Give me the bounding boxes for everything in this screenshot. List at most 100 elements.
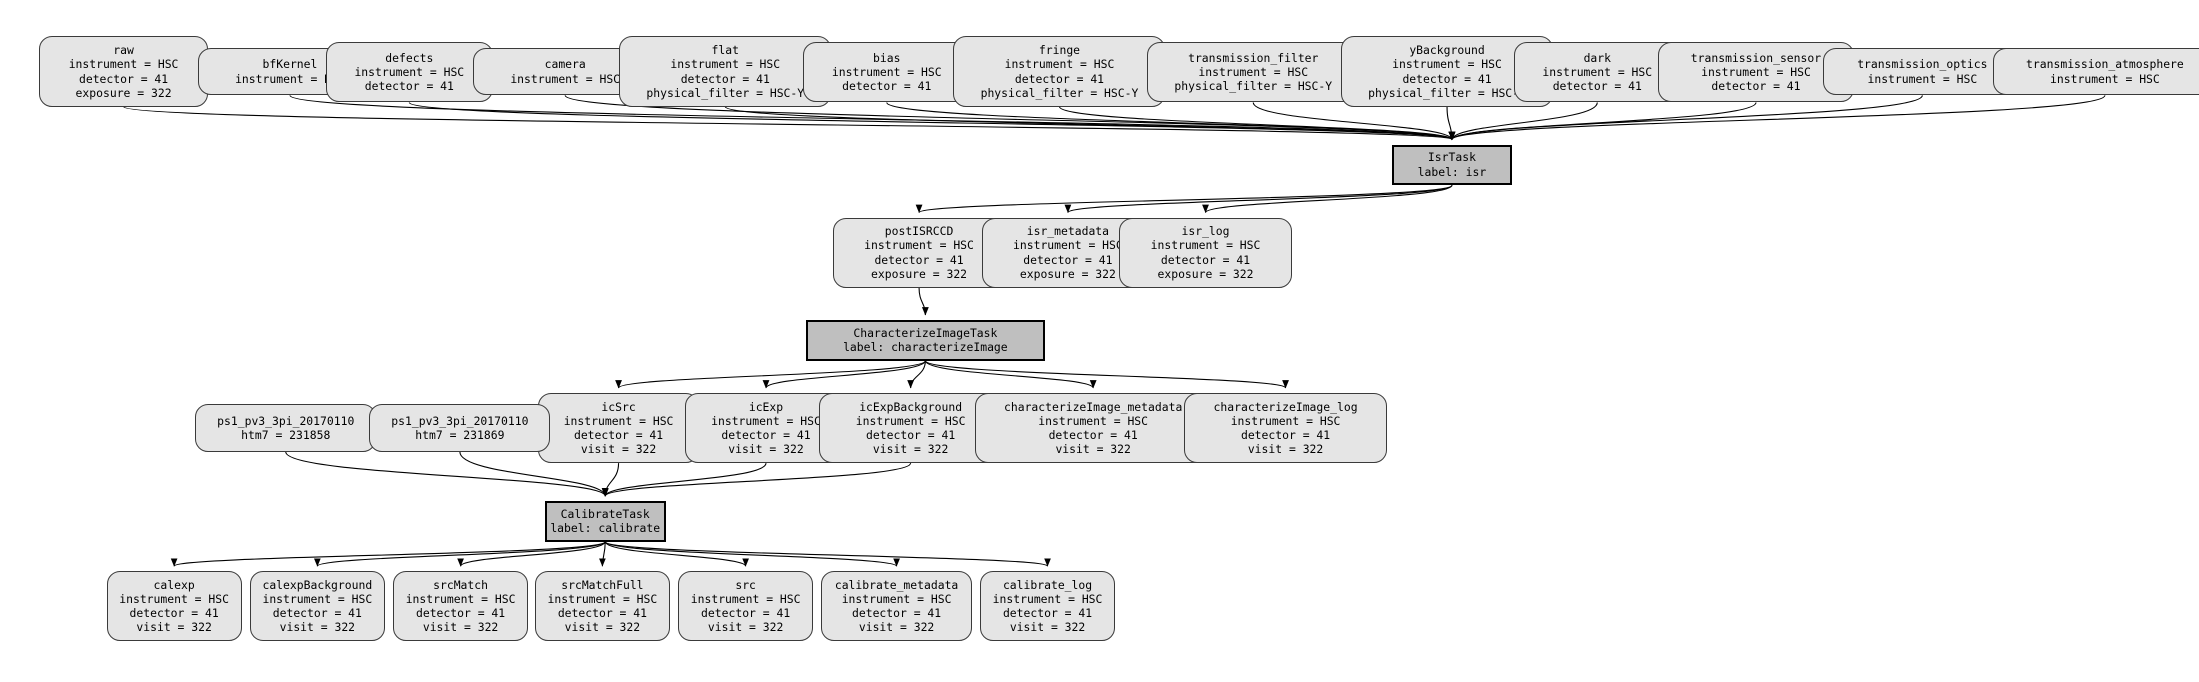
edge-flat-to-IsrTask (725, 107, 1457, 140)
node-attr: detector = 41 (701, 606, 791, 621)
node-attr: instrument = HSC (119, 592, 229, 606)
node-attr: detector = 41 (1160, 252, 1251, 267)
node-title: src (735, 577, 756, 592)
node-title: icSrc (601, 399, 636, 414)
node-title: CalibrateTask (560, 506, 650, 521)
node-title: CharacterizeImageTask (853, 325, 998, 340)
node-attr: instrument = HSC (690, 592, 801, 606)
edge-paths (124, 95, 2105, 566)
node-attr: instrument = HSC (510, 71, 621, 86)
node-attr: detector = 41 (272, 606, 362, 621)
node-title: characterizeImage_metadata (1004, 399, 1183, 414)
node-title: ps1_pv3_3pi_20170110 (217, 413, 355, 428)
node-attr: instrument = HSC (1013, 238, 1123, 253)
node-title: bfKernel (262, 57, 318, 72)
node-attr: visit = 322 (858, 620, 935, 635)
node-attr: instrument = HSC (563, 413, 674, 428)
node-title: fringe (1038, 43, 1081, 58)
node-attr: instrument = HSC (670, 57, 781, 72)
node-attr: label: calibrate (550, 521, 661, 536)
node-attr: htm7 = 231869 (415, 427, 505, 442)
node-attr: detector = 41 (1552, 79, 1642, 94)
node-title: transmission_atmosphere (2026, 57, 2184, 72)
node-attr: detector = 41 (680, 71, 770, 86)
edge-postISRCCD-to-CharacterizeImageTask (919, 288, 931, 316)
node-attr: instrument = HSC (831, 65, 942, 80)
edge-CalibrateTask-to-srcMatch (455, 542, 606, 567)
node-title: camera (544, 57, 586, 72)
node-attr: instrument = HSC (2050, 71, 2160, 86)
node-title: defects (385, 50, 434, 65)
node-attr: instrument = HSC (992, 592, 1103, 606)
edge-CalibrateTask-to-calexp (169, 542, 605, 567)
node-title: srcMatch (433, 577, 488, 592)
edge-CalibrateTask-to-calibrate_metadata (605, 542, 902, 567)
node-attr: detector = 41 (1002, 606, 1093, 621)
edge-transmission_filter-to-IsrTask (1253, 102, 1457, 141)
edge-bfKernel-to-IsrTask (290, 95, 1457, 139)
node-title: IsrTask (1427, 150, 1476, 165)
node-title: transmission_sensor (1690, 50, 1822, 65)
edge-dark-to-IsrTask (1447, 102, 1597, 141)
node-attr: exposure = 322 (75, 85, 172, 100)
node-attr: exposure = 322 (871, 266, 968, 281)
node-attr: label: isr (1417, 164, 1487, 179)
node-attr: label: characterizeImage (843, 340, 1008, 355)
node-attr: instrument = HSC (1004, 57, 1115, 72)
node-attr: instrument = HSC (1198, 65, 1309, 80)
node-attr: instrument = HSC (841, 592, 952, 606)
node-attr: instrument = HSC (1038, 413, 1149, 428)
edge-CharacterizeImageTask-to-icSrc (614, 361, 926, 388)
edge-ps1_a-to-CalibrateTask (286, 452, 610, 496)
node-attr: visit = 322 (279, 620, 356, 635)
node-attr: detector = 41 (1014, 71, 1105, 86)
node-title: calibrate_metadata (834, 577, 959, 592)
edge-ps1_b-to-CalibrateTask (460, 452, 610, 497)
node-title: calibrate_log (1002, 577, 1093, 592)
edge-CharacterizeImageTask-to-icExpBackground (905, 361, 926, 389)
node-attr: instrument = HSC (1701, 65, 1811, 80)
node-attr: visit = 322 (136, 620, 212, 635)
node-attr: detector = 41 (1711, 79, 1801, 94)
edge-icExp-to-CalibrateTask (600, 463, 766, 496)
node-attr: detector = 41 (557, 606, 647, 621)
edge-CalibrateTask-to-calexpBackground (312, 542, 605, 567)
node-title: characterizeImage_log (1213, 399, 1358, 414)
node-title: calexpBackground (262, 577, 373, 592)
node-attr: detector = 41 (364, 79, 454, 94)
node-attr: detector = 41 (415, 606, 506, 621)
node-title: isr_log (1181, 224, 1230, 239)
edge-CalibrateTask-to-src (605, 542, 751, 567)
node-attr: visit = 322 (580, 442, 657, 457)
node-attr: visit = 322 (422, 620, 499, 635)
node-attr: physical_filter = HSC-Y (646, 85, 805, 100)
